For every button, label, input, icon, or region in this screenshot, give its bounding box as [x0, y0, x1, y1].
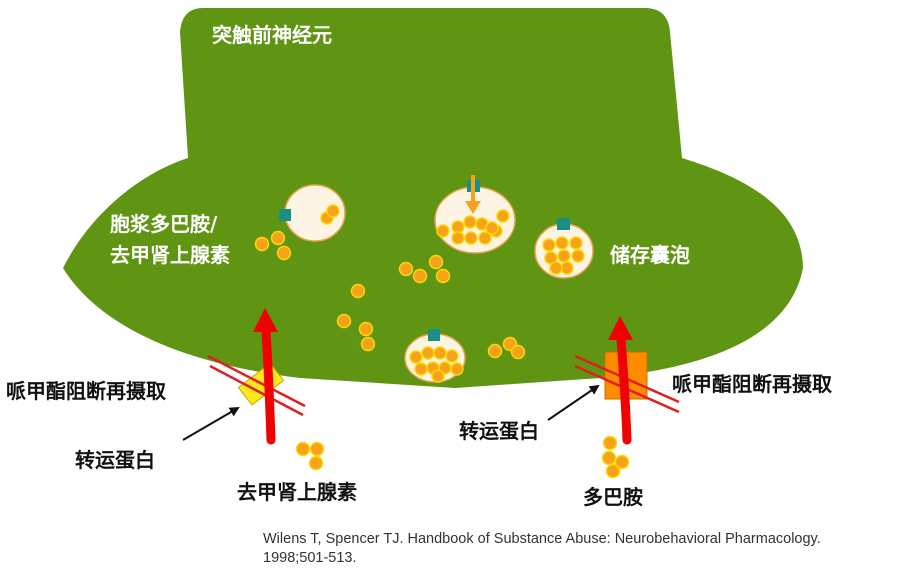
molecule-dot	[555, 236, 569, 250]
molecule-dot	[295, 441, 311, 457]
molecule-dot	[412, 268, 428, 284]
molecule-dot	[601, 450, 617, 466]
block-line	[209, 364, 304, 417]
molecule-dot	[254, 236, 270, 252]
vesicle-molecules	[542, 236, 585, 275]
methylphenidate-block-label-left: 哌甲酯阻断再摄取	[6, 379, 166, 403]
molecule-dot	[510, 344, 526, 360]
molecule-dot	[326, 204, 340, 218]
molecule-dot	[398, 261, 414, 277]
molecule-dot	[336, 313, 352, 329]
cytoplasmic-label-line2: 去甲肾上腺素	[110, 243, 230, 267]
molecule-dot	[360, 336, 376, 352]
molecule-dot	[358, 321, 374, 337]
molecule-dot	[431, 369, 445, 383]
cytoplasmic-label-line1: 胞浆多巴胺/	[110, 212, 218, 236]
molecule-dot	[614, 454, 630, 470]
reuptake-arrow-right-head	[608, 316, 633, 340]
molecule-dot	[428, 254, 444, 270]
molecule-dot	[463, 215, 477, 229]
molecule-dot	[542, 238, 556, 252]
molecule-dot	[560, 261, 574, 275]
pointer-arrow-right	[547, 384, 600, 421]
receptor-square	[557, 218, 570, 230]
molecule-dot	[414, 362, 428, 376]
citation-line2: 1998;501-513.	[263, 550, 357, 566]
molecule-dot	[409, 350, 423, 364]
molecule-dot	[549, 261, 563, 275]
molecule-dot	[464, 231, 478, 245]
molecule-dot	[602, 435, 618, 451]
citation-line1: Wilens T, Spencer TJ. Handbook of Substa…	[263, 531, 821, 547]
molecule-dot	[436, 224, 450, 238]
molecule-dot	[485, 221, 499, 235]
molecule-dot	[435, 268, 451, 284]
citation: Wilens T, Spencer TJ. Handbook of Substa…	[263, 530, 893, 568]
methylphenidate-block-label-right: 哌甲酯阻断再摄取	[672, 372, 832, 396]
molecule-dot	[308, 455, 324, 471]
molecule-dot	[557, 249, 571, 263]
molecule-dot	[450, 362, 464, 376]
presynaptic-neuron-label: 突触前神经元	[212, 23, 332, 47]
molecule-dot	[350, 283, 366, 299]
molecule-dot	[433, 346, 447, 360]
receptor-square	[428, 329, 440, 341]
molecule-dot	[276, 245, 292, 261]
dopamine-label: 多巴胺	[583, 485, 643, 509]
pointer-arrow-left	[182, 406, 240, 441]
molecule-dot	[270, 230, 286, 246]
molecule-dot	[605, 463, 621, 479]
presynaptic-neuron-body	[63, 8, 803, 388]
orange-arrow-head	[465, 201, 481, 214]
molecule-dot	[451, 231, 465, 245]
transporter-label-right: 转运蛋白	[459, 419, 539, 443]
vesicle-molecules	[409, 346, 464, 383]
storage-vesicle-label: 储存囊泡	[610, 243, 690, 267]
extracellular-molecules	[295, 435, 630, 479]
reuptake-arrow-left	[261, 327, 276, 445]
vesicle-molecules	[436, 209, 510, 245]
molecule-dot	[421, 346, 435, 360]
block-line	[207, 354, 306, 408]
molecule-dot	[569, 236, 583, 250]
norepinephrine-label: 去甲肾上腺素	[237, 480, 357, 504]
molecule-dot	[496, 209, 510, 223]
receptor-square	[279, 209, 291, 221]
free-molecules	[254, 230, 526, 360]
reuptake-arrow-left-head	[253, 308, 278, 332]
molecule-dot	[487, 343, 503, 359]
molecule-dot	[571, 249, 585, 263]
vesicle-molecules	[320, 204, 340, 225]
reuptake-arrow-right	[616, 333, 632, 445]
molecule-dot	[445, 349, 459, 363]
transporter-label-left: 转运蛋白	[75, 448, 155, 472]
molecule-dot	[451, 220, 465, 234]
molecule-dot	[478, 231, 492, 245]
molecule-dot	[309, 441, 325, 457]
